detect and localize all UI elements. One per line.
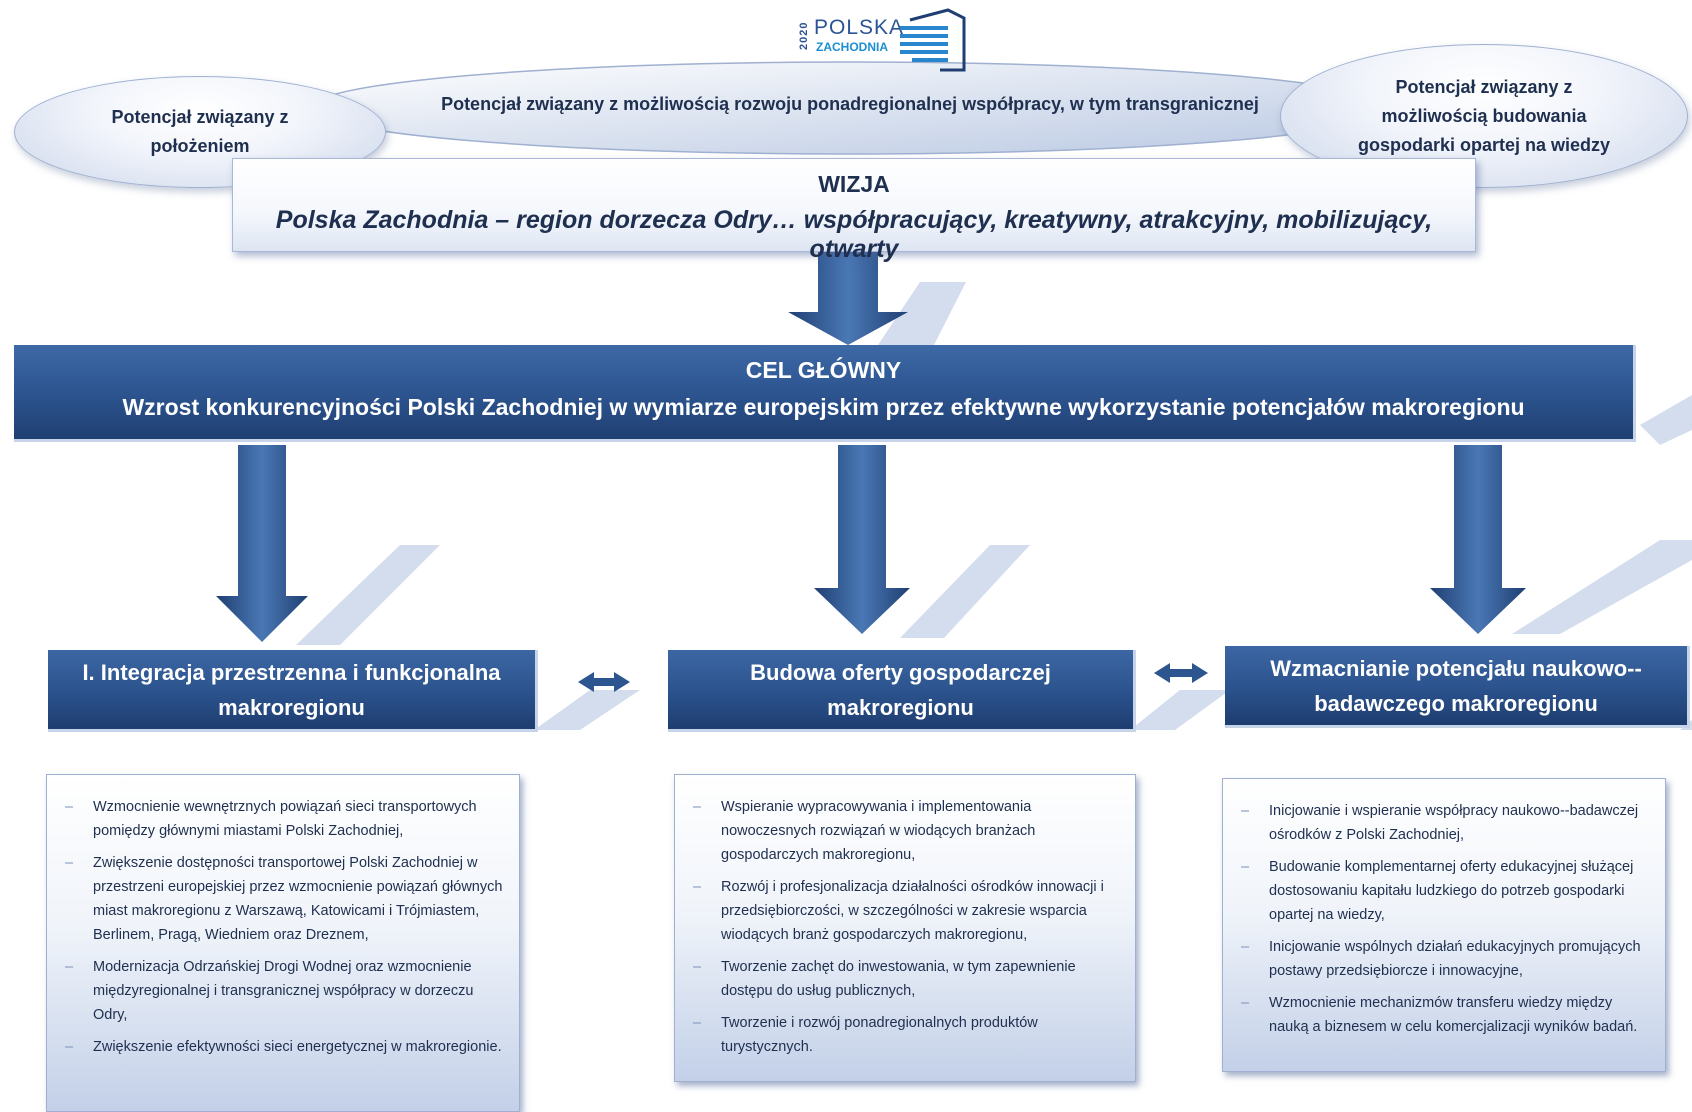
list-item: Wzmocnienie wewnętrznych powiązań sieci …	[63, 795, 503, 843]
list-item: Zwiększenie dostępności transportowej Po…	[63, 851, 503, 947]
list-item: Wzmocnienie mechanizmów transferu wiedzy…	[1239, 991, 1649, 1039]
list-item: Tworzenie i rozwój ponadregionalnych pro…	[691, 1011, 1119, 1059]
pillar1-shadow	[534, 690, 640, 730]
pillar-economic-offer-title: Budowa oferty gospodarczej makroregionu	[750, 659, 1051, 720]
polska-zachodnia-logo: 2020 POLSKA ZACHODNIA	[798, 4, 978, 72]
main-goal-title: CEL GŁÓWNY	[745, 357, 902, 383]
logo-year: 2020	[798, 21, 810, 51]
arrow-goal-to-pillar2	[814, 445, 910, 634]
arrow-shadow-pillar1	[296, 545, 440, 645]
potential-left: Potencjał związany z położeniem	[111, 107, 289, 156]
potential-center: Potencjał związany z możliwością rozwoju…	[441, 94, 1259, 114]
arrow-shadow-goal	[1640, 395, 1692, 445]
list-item: Rozwój i profesjonalizacja działalności …	[691, 875, 1119, 947]
main-goal-text: Wzrost konkurencyjności Polski Zachodnie…	[122, 394, 1525, 420]
arrow-goal-to-pillar1	[216, 445, 308, 642]
pillar-integration: I. Integracja przestrzenna i funkcjonaln…	[48, 650, 538, 732]
arrow-shadow-vision	[878, 282, 966, 345]
logo-building-icon	[900, 8, 966, 72]
arrow-shadow-pillar3	[1512, 540, 1692, 634]
list-item: Inicjowanie i wspieranie współpracy nauk…	[1239, 799, 1649, 847]
list-item: Zwiększenie efektywności sieci energetyc…	[63, 1035, 503, 1059]
logo-subtitle: ZACHODNIA	[816, 40, 888, 54]
pillar-economic-offer: Budowa oferty gospodarczej makroregionu	[668, 650, 1136, 732]
pillar2-shadow	[1130, 690, 1230, 730]
list-item: Modernizacja Odrzańskiej Drogi Wodnej or…	[63, 955, 503, 1027]
list-item: Wspieranie wypracowywania i implementowa…	[691, 795, 1119, 867]
pillar-integration-title: I. Integracja przestrzenna i funkcjonaln…	[82, 659, 501, 720]
pillar-integration-list: Wzmocnienie wewnętrznych powiązań sieci …	[46, 774, 520, 1112]
list-item: Tworzenie zachęt do inwestowania, w tym …	[691, 955, 1119, 1003]
vision-box: WIZJA Polska Zachodnia – region dorzecza…	[232, 158, 1476, 263]
pillar-research-list: Inicjowanie i wspieranie współpracy nauk…	[1222, 778, 1666, 1072]
vision-text: Polska Zachodnia – region dorzecza Odry……	[275, 206, 1433, 263]
vision-title: WIZJA	[818, 171, 890, 197]
main-goal-box: CEL GŁÓWNY Wzrost konkurencyjności Polsk…	[14, 345, 1636, 442]
list-item: Budowanie komplementarnej oferty edukacy…	[1239, 855, 1649, 927]
pillar-research-title: Wzmacnianie potencjału naukowo--badawcze…	[1270, 655, 1642, 716]
pillar-economic-offer-list: Wspieranie wypracowywania i implementowa…	[674, 774, 1136, 1082]
double-arrow-1-2	[578, 672, 630, 692]
logo-title: POLSKA	[814, 16, 905, 39]
double-arrow-2-3	[1154, 663, 1208, 683]
arrow-shadow-pillar2	[900, 545, 1030, 638]
potential-right: Potencjał związany z możliwością budowan…	[1357, 76, 1611, 155]
list-item: Inicjowanie wspólnych działań edukacyjny…	[1239, 935, 1649, 983]
arrow-goal-to-pillar3	[1430, 445, 1526, 634]
pillar-research: Wzmacnianie potencjału naukowo--badawcze…	[1225, 646, 1690, 728]
arrow-vision-to-goal	[788, 252, 908, 345]
